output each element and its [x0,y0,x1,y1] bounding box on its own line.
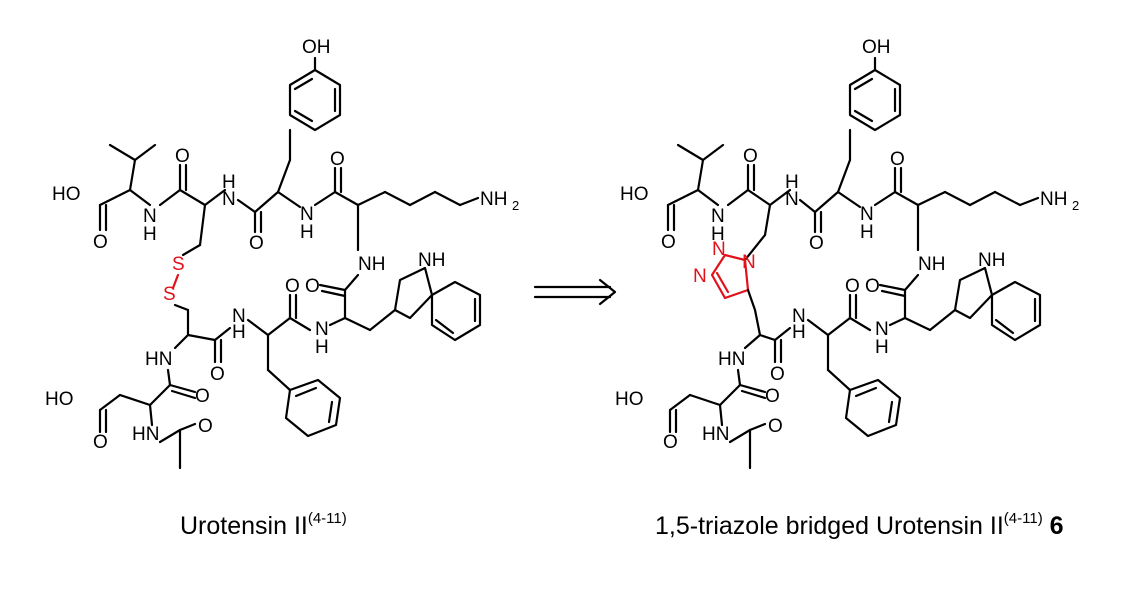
svg-text:O: O [175,146,190,167]
svg-text:HN: HN [702,424,729,445]
transformation-arrow [533,278,617,306]
svg-text:O: O [285,276,300,297]
svg-text:O: O [768,416,783,437]
svg-text:N: N [860,204,874,225]
svg-text:O: O [663,432,678,453]
svg-text:H: H [875,337,889,358]
svg-text:N: N [222,189,236,210]
sulfur-1: S [172,254,185,275]
svg-text:HN: HN [132,424,159,445]
svg-text:O: O [865,276,880,297]
svg-text:OH: OH [862,37,891,58]
hydroxyl-label: OH [302,37,331,58]
svg-text:O: O [195,386,210,407]
svg-text:O: O [770,364,785,385]
urotensin-ii-structure: OH O HO N H O H N O N H O [45,37,519,470]
svg-text:O: O [210,364,225,385]
triazole-n3: N [693,266,707,287]
svg-text:NH: NH [918,254,945,275]
svg-text:O: O [330,149,345,170]
svg-text:O: O [765,386,780,407]
svg-text:HN: HN [145,349,172,370]
svg-text:O: O [661,232,676,253]
acid-ho-label: HO [52,184,81,205]
svg-text:N: N [711,206,725,227]
svg-text:N: N [792,306,806,327]
carbonyl-o: O [93,232,108,253]
triazole-n2: N [712,239,726,260]
amide-nh: N [143,206,157,227]
svg-text:N: N [875,319,889,340]
svg-text:HO: HO [620,184,649,205]
svg-text:H: H [711,224,725,245]
svg-text:O: O [198,416,213,437]
svg-text:O: O [845,276,860,297]
svg-text:HO: HO [45,389,74,410]
triazole-urotensin-structure: OH O HO N H O H N O N H O [615,37,1079,470]
left-caption: Urotensin II(4-11) [180,510,347,540]
svg-text:HO: HO [615,389,644,410]
svg-text:2: 2 [1072,198,1079,213]
right-caption: 1,5-triazole bridged Urotensin II(4-11) … [655,510,1064,540]
indole-nh: NH [418,250,445,271]
svg-text:H: H [785,172,799,193]
svg-text:O: O [93,432,108,453]
svg-text:H: H [232,322,246,343]
svg-text:O: O [249,233,264,254]
svg-text:N: N [300,204,314,225]
svg-text:NH: NH [978,250,1005,271]
svg-text:H: H [300,222,314,243]
triazole-n1: N [742,252,756,273]
svg-text:O: O [743,146,758,167]
svg-text:N: N [232,306,246,327]
svg-text:H: H [222,172,236,193]
sulfur-2: S [163,284,176,305]
svg-text:NH: NH [358,254,385,275]
svg-text:H: H [860,222,874,243]
amine-label: NH [480,189,507,210]
svg-text:2: 2 [512,198,519,213]
svg-text:H: H [143,224,157,245]
svg-text:O: O [890,149,905,170]
svg-text:N: N [785,189,799,210]
svg-text:HN: HN [718,349,745,370]
svg-text:H: H [792,322,806,343]
svg-text:O: O [305,276,320,297]
svg-text:H: H [315,337,329,358]
svg-text:O: O [809,233,824,254]
svg-text:NH: NH [1040,189,1067,210]
svg-text:N: N [315,319,329,340]
